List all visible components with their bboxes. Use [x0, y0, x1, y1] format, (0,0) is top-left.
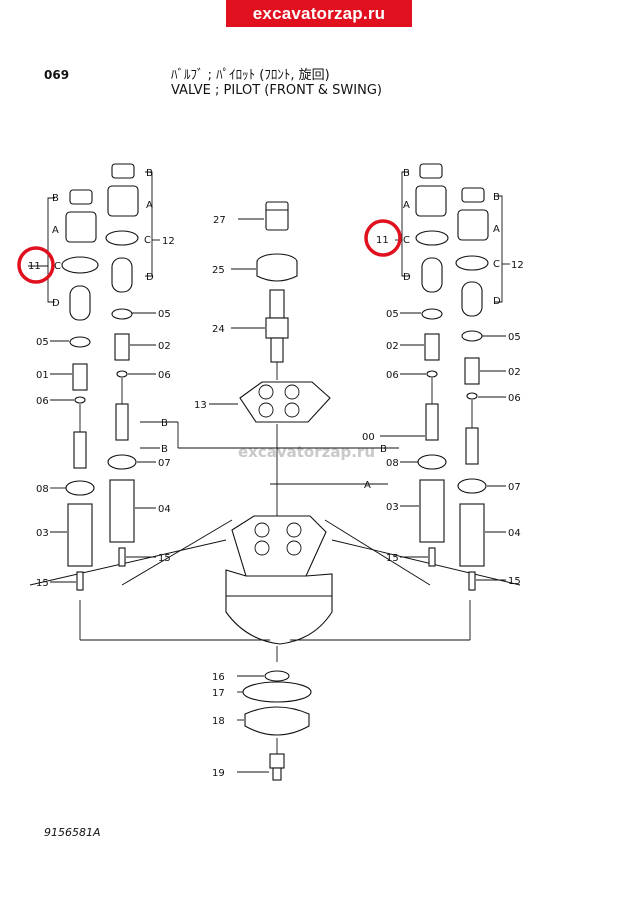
right-outer-05: 05: [508, 332, 521, 343]
left-inner-06: 06: [158, 370, 171, 381]
left-label-12: 12: [162, 236, 175, 247]
right-inner-03: 03: [386, 502, 399, 513]
left-outer-d: D: [52, 298, 60, 309]
title-english: VALVE ; PILOT (FRONT & SWING): [171, 83, 382, 98]
right-outer-column: 12 B A C D 05 02 06 07 04 15: [455, 187, 524, 591]
right-inner-column: B A C 11 D 05 02 06 00 B 08 03 15: [362, 163, 449, 567]
right-inner-08: 08: [386, 458, 399, 469]
left-label-11: 11: [28, 261, 41, 272]
left-inner-c: C: [144, 235, 151, 246]
left-outer-15: 15: [36, 578, 49, 589]
label-18: 18: [212, 716, 225, 727]
right-outer-15: 15: [508, 576, 521, 587]
center-part-13: 13: [194, 381, 331, 423]
highlight-circle-left: [17, 246, 55, 284]
left-inner-05: 05: [158, 309, 171, 320]
left-outer-c: C: [54, 261, 61, 272]
right-inner-a: A: [403, 200, 410, 211]
right-outer-07: 07: [508, 482, 521, 493]
left-outer-b: B: [52, 193, 59, 204]
label-24: 24: [212, 324, 225, 335]
highlight-circle-right: [364, 219, 402, 257]
left-outer-05: 05: [36, 337, 49, 348]
right-inner-02: 02: [386, 341, 399, 352]
right-outer-06: 06: [508, 393, 521, 404]
valve-body: [225, 515, 333, 645]
left-inner-d: D: [146, 272, 154, 283]
left-outer-01: 01: [36, 370, 49, 381]
center-part-18: 18: [212, 706, 310, 736]
center-part-25: 25: [212, 253, 298, 282]
left-outer-03: 03: [36, 528, 49, 539]
center-part-17: 17: [212, 681, 312, 703]
label-16: 16: [212, 672, 225, 683]
right-outer-02: 02: [508, 367, 521, 378]
label-17: 17: [212, 688, 225, 699]
site-banner: excavatorzap.ru: [226, 0, 412, 27]
right-outer-04: 04: [508, 528, 521, 539]
ref-b-2: B: [161, 444, 168, 455]
label-27: 27: [213, 215, 226, 226]
left-outer-06: 06: [36, 396, 49, 407]
left-inner-column: 12 B A C D 05 02 06 07 04 15: [105, 163, 175, 567]
center-part-24: 24: [212, 289, 289, 363]
left-inner-a: A: [146, 200, 153, 211]
center-part-19: 19: [212, 753, 285, 781]
right-outer-c: C: [493, 259, 500, 270]
left-inner-04: 04: [158, 504, 171, 515]
left-inner-b: B: [146, 168, 153, 179]
right-outer-a: A: [493, 224, 500, 235]
center-part-27: 27: [213, 201, 289, 231]
left-outer-08: 08: [36, 484, 49, 495]
left-inner-02: 02: [158, 341, 171, 352]
right-inner-15: 15: [386, 553, 399, 564]
right-inner-d: D: [403, 272, 411, 283]
watermark-text: excavatorzap.ru: [238, 443, 375, 461]
ref-b-1: B: [161, 418, 168, 429]
label-19: 19: [212, 768, 225, 779]
left-outer-a: A: [52, 225, 59, 236]
right-outer-d: D: [493, 296, 501, 307]
left-inner-15: 15: [158, 553, 171, 564]
ref-a-center: A: [364, 480, 371, 491]
page-number: 069: [44, 68, 70, 82]
drawing-number: 9156581A: [44, 826, 101, 839]
right-inner-00: 00: [362, 432, 375, 443]
right-inner-06: 06: [386, 370, 399, 381]
left-inner-07: 07: [158, 458, 171, 469]
center-part-16: 16: [212, 670, 290, 683]
right-inner-b2: B: [380, 444, 387, 455]
right-inner-b: B: [403, 168, 410, 179]
left-outer-column: B A C 11 D 05 01 06 08 03 15: [17, 189, 99, 591]
right-label-12: 12: [511, 260, 524, 271]
label-13: 13: [194, 400, 207, 411]
right-inner-05: 05: [386, 309, 399, 320]
right-label-11: 11: [376, 235, 389, 246]
right-inner-c: C: [403, 235, 410, 246]
title-japanese: ﾊﾞﾙﾌﾞ ; ﾊﾟｲﾛｯﾄ (ﾌﾛﾝﾄ, 旋回): [171, 68, 330, 83]
right-outer-b: B: [493, 192, 500, 203]
label-25: 25: [212, 265, 225, 276]
